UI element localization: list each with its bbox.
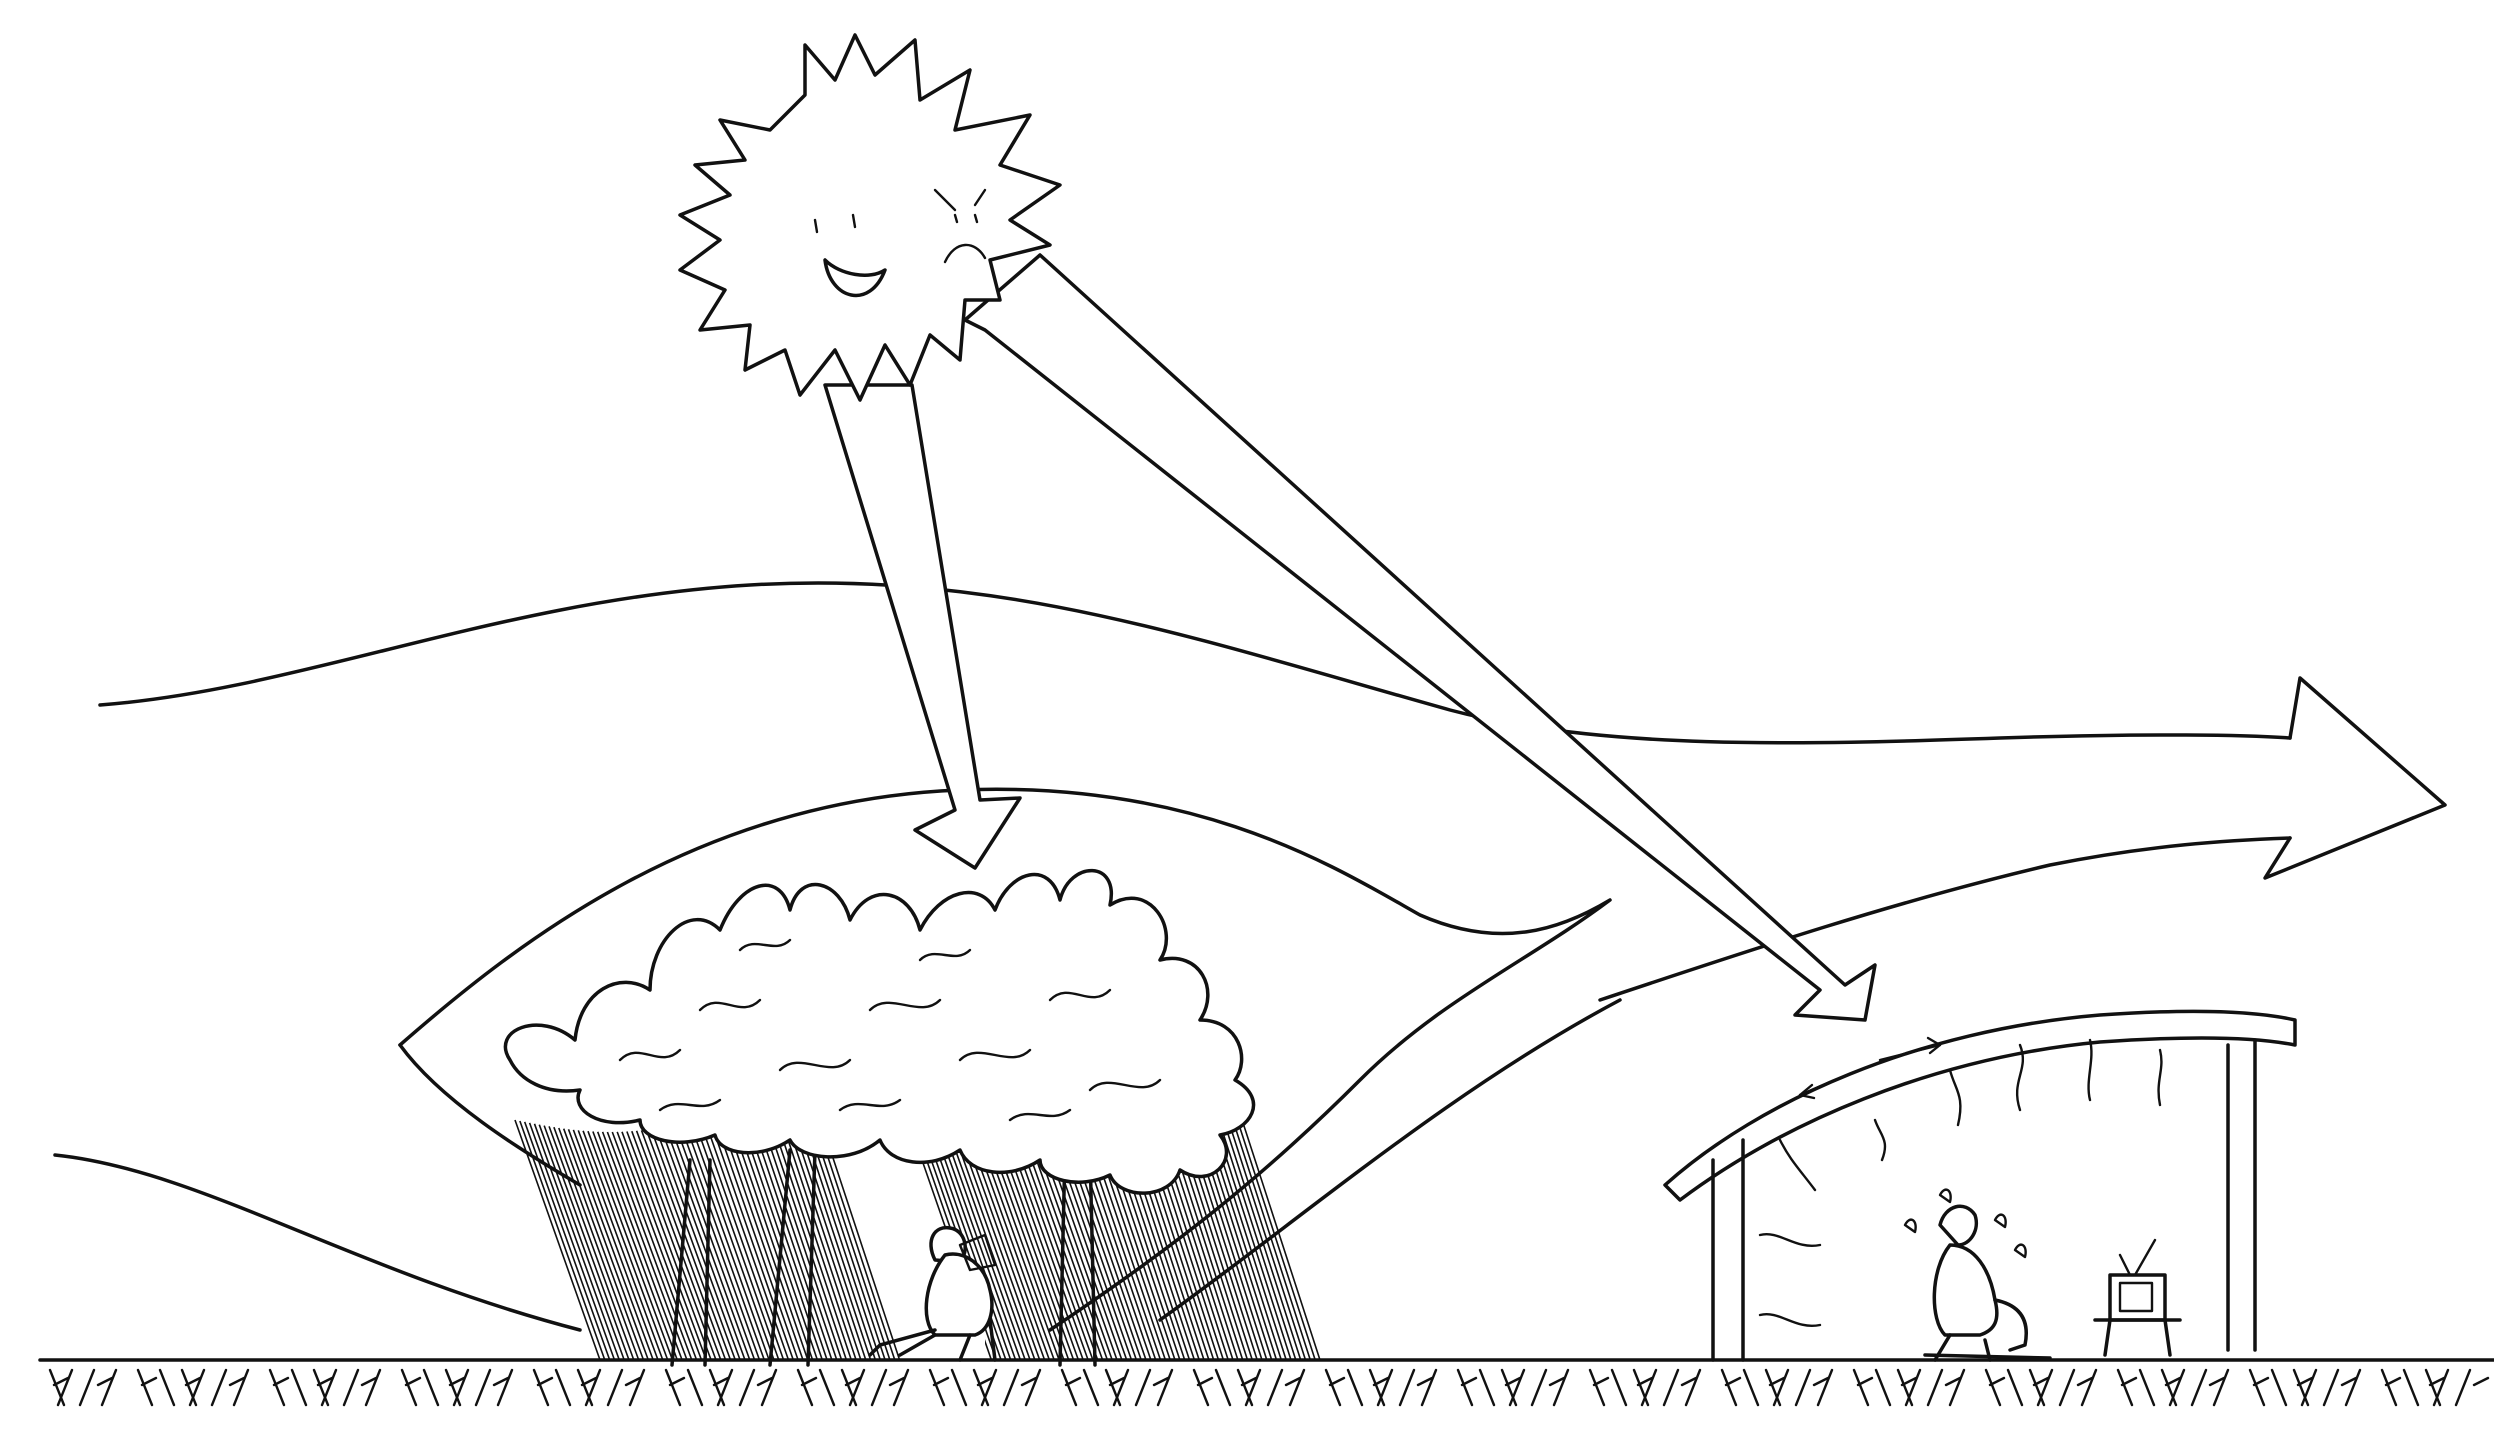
sun-angry-face (933, 188, 987, 264)
sun-happy-face (813, 213, 887, 298)
reflected-heat-arrow (963, 253, 1877, 1022)
television-icon (2093, 1238, 2182, 1357)
indoor-heat-arrows (1758, 1038, 2163, 1328)
ground (38, 1358, 2494, 1407)
heat-ray-arrow (823, 383, 1022, 870)
tree-canopy (503, 868, 1256, 1195)
sun-icon (678, 33, 1062, 402)
house (1663, 1009, 2297, 1362)
person-reading-in-shade (868, 1225, 997, 1362)
wind-flow-arrow (53, 581, 2447, 1332)
person-sweating (1903, 1188, 2052, 1362)
